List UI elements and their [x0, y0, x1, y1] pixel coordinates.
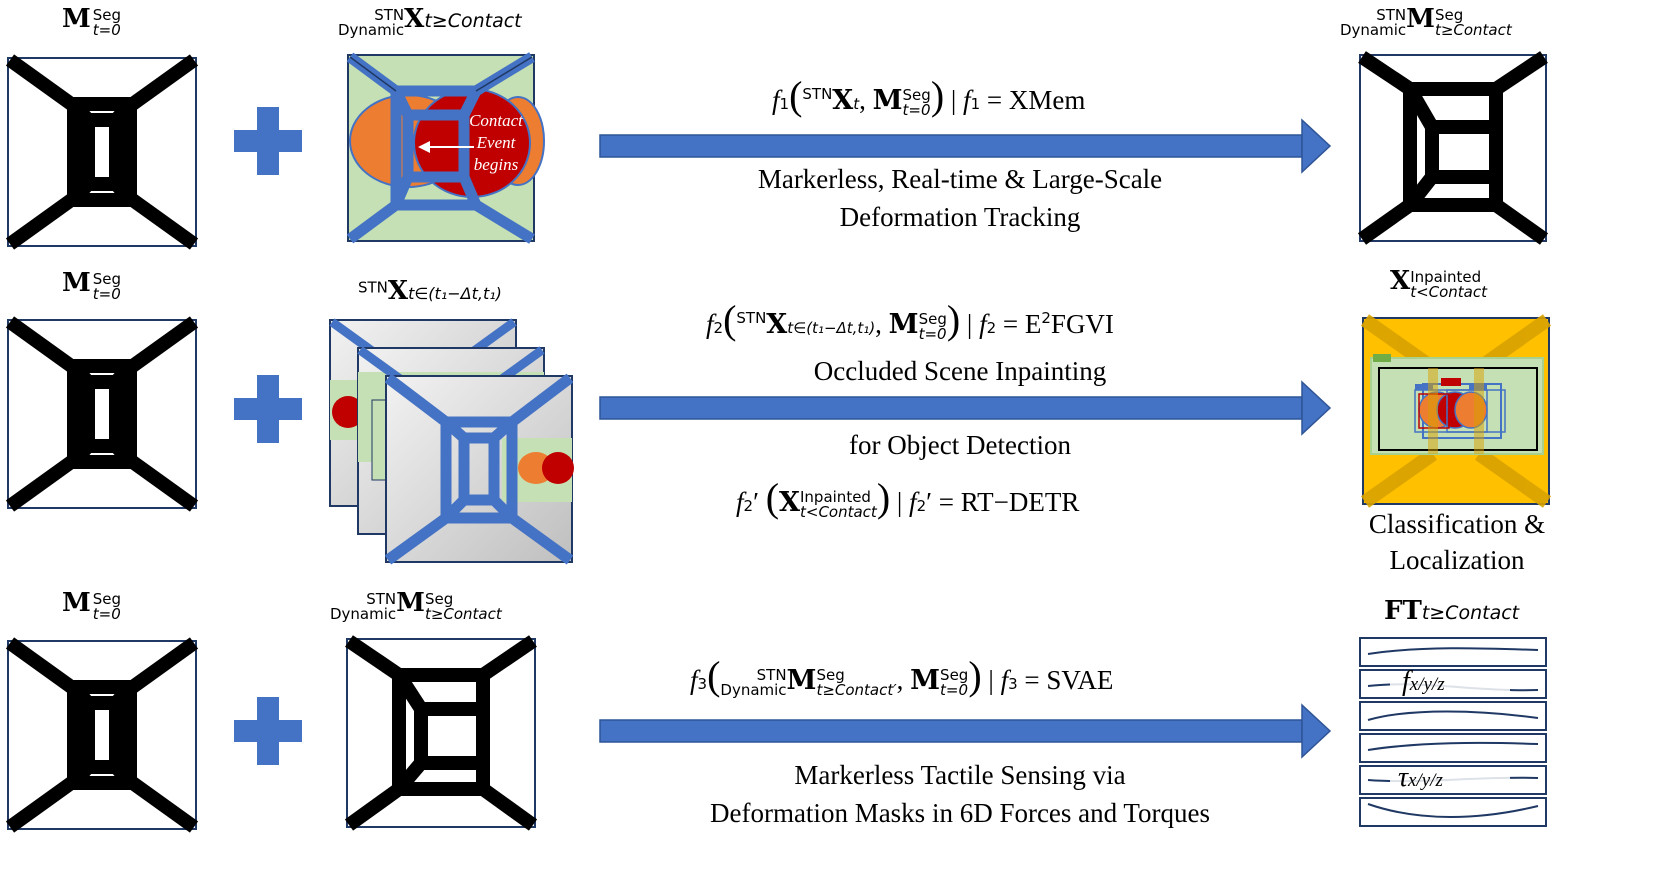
caption-row2-inpaint: Occluded Scene Inpainting	[813, 356, 1107, 386]
ft-force-label: fx/y/z	[1402, 666, 1445, 697]
dynamic-seg-mask-row1	[1357, 51, 1549, 245]
caption-classification: Classification & Localization	[1368, 509, 1546, 575]
seg-mask-row3	[5, 637, 199, 833]
stn-dynamic-image-row1	[346, 52, 545, 244]
label-ft: FTt≥Contact	[1384, 596, 1520, 626]
plus-icon-row2	[234, 375, 302, 443]
force-torque-signals	[1359, 637, 1547, 827]
plus-icon-row1	[234, 107, 302, 175]
arrow-row1	[599, 118, 1332, 174]
caption-row2-detection: for Object Detection	[849, 430, 1071, 460]
arrow-row2	[599, 380, 1332, 436]
stn-frame-stack-row2	[329, 318, 574, 565]
caption-row3: Markerless Tactile Sensing via Deformati…	[709, 760, 1211, 828]
contact-event-text: Contact Event begins	[469, 111, 523, 174]
caption-row1: Markerless, Real-time & Large-Scale Defo…	[757, 164, 1163, 232]
arrow-row3	[599, 703, 1332, 759]
plus-icon-row3	[234, 697, 302, 765]
seg-mask-row2	[5, 316, 199, 512]
seg-mask-row1	[5, 54, 199, 250]
label-stn-stack-row2: STNXt∈(t₁−Δt,t₁)	[358, 276, 502, 306]
dynamic-seg-mask-row3	[344, 635, 538, 831]
inpainted-detection-image	[1360, 314, 1552, 508]
ft-torque-label: τx/y/z	[1398, 762, 1443, 793]
